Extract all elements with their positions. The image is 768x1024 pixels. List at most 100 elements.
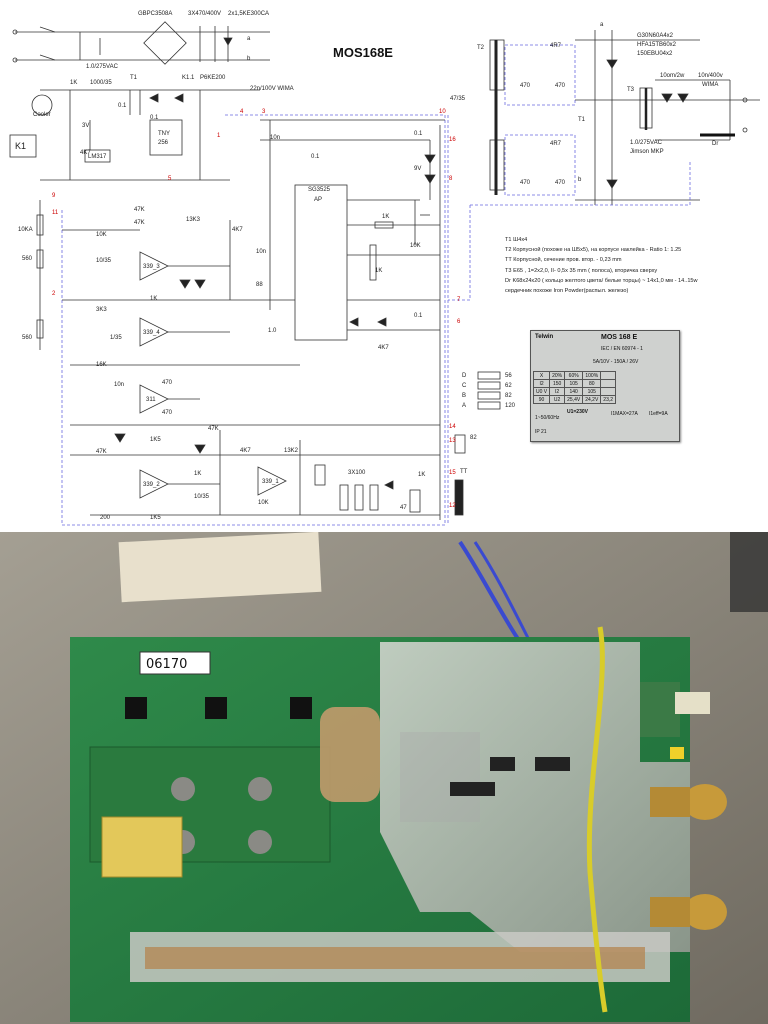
node-12: 12 [449, 503, 456, 509]
r470f-label: 470 [555, 180, 566, 186]
plate-range: 5A/10V - 150A / 26V [593, 359, 639, 365]
node-13: 13 [449, 438, 456, 444]
tny256-label: 256 [158, 140, 169, 146]
c10n-400-label: 10n/400v [698, 73, 723, 79]
plate-table: X 20% 60% 100% I2 150 105 80 U0 V I2 140… [532, 371, 617, 404]
c01-label: 0.1 [118, 103, 127, 109]
r10ohm-label: 10om/2w [660, 73, 685, 79]
c10-35b-label: 10/35 [194, 494, 210, 500]
note-line: T3 E65 , 1=2x2,0, II- 0,5x 35 mm ( полос… [505, 267, 658, 274]
t3-label: T3 [627, 87, 635, 93]
r4r7b-label: 4R7 [550, 141, 562, 147]
tvs-top-label: 2x1,5KE300CA [228, 11, 270, 17]
r4k7c-label: 4K7 [240, 448, 251, 454]
c9v-label: 9V [414, 166, 422, 172]
op339-3-label: 339_3 [143, 264, 160, 270]
node-1: 1 [217, 133, 221, 139]
c1-35-label: 1/35 [110, 335, 122, 341]
plate-cell: 140 [564, 387, 584, 396]
plate-cell: I2 [549, 387, 566, 396]
r470b-label: 470 [162, 410, 173, 416]
schematic-lines [9, 21, 760, 526]
schematic-diagram: MOS168E GBPC3508A 3X470/400V 2x1,5KE300C… [9, 11, 760, 526]
node-16: 16 [449, 137, 456, 143]
node-a2-label: a [600, 22, 604, 28]
c10n-c-label: 10n [256, 249, 267, 255]
r1k5-label: 1K5 [150, 437, 161, 443]
r1k-d-label: 1K [418, 472, 426, 478]
c10n-label: 10n [270, 135, 281, 141]
plate-standard: IEC / EN 60974 - 1 [601, 346, 643, 352]
node-11: 11 [52, 210, 59, 216]
plate-cell: 60% [564, 371, 584, 380]
sel-b-label: B [462, 393, 467, 399]
plate-cell: U0 V [532, 387, 551, 396]
node-6: 6 [457, 319, 461, 325]
r56-label: 56 [505, 373, 512, 379]
r13k3-label: 13K3 [186, 217, 201, 223]
r16k-label: 16K [96, 362, 107, 368]
r10k-label: 10K [96, 232, 107, 238]
board-sticker-text: 06170 [146, 657, 187, 672]
v3-label: 3V [82, 123, 90, 129]
node-8: 8 [449, 176, 453, 182]
r4r7a-label: 4R7 [550, 43, 562, 49]
igbt-label: G30N60A4x2 [637, 33, 674, 39]
sg-ap-label: AP [314, 197, 323, 203]
node-4: 4 [240, 109, 244, 115]
r4k7-label: 4K7 [80, 150, 91, 156]
r82-label: 82 [470, 435, 477, 441]
node-7: 7 [457, 297, 461, 303]
op339-4-label: 339_4 [143, 330, 160, 336]
note-line: T2 Корпусной (похоже на Ш5x5), на корпус… [505, 247, 682, 254]
plate-cell: 80 [582, 379, 602, 388]
plate-imax: I1MAX=27A [611, 411, 638, 417]
note-line: сердечник похоже Iron Powder(распыл. жел… [505, 288, 629, 295]
rating-plate: Telwin MOS 168 E IEC / EN 60974 - 1 5A/1… [530, 330, 680, 442]
r4k7d-label: 4K7 [378, 345, 389, 351]
r200-label: 200 [100, 515, 111, 521]
t1-label: T1 [130, 75, 138, 81]
r13k2-label: 13K2 [284, 448, 299, 454]
node-2: 2 [52, 291, 56, 297]
c47b-label: 47 [400, 505, 407, 511]
r1k-e-label: 1K [382, 214, 390, 220]
r47k-d-label: 47K [96, 449, 107, 455]
plate-cell: 150 [549, 379, 566, 388]
plate-cell: 105 [564, 379, 584, 388]
pcb-photo-drawing: 06170 [0, 532, 768, 1024]
tny-label: TNY [158, 131, 170, 137]
c1-0-label: 1.0 [268, 328, 277, 334]
c10-35-label: 10/35 [96, 258, 112, 264]
r470e-label: 470 [520, 180, 531, 186]
plate-brand: Telwin [535, 334, 554, 340]
r47kb-label: 47K [134, 220, 145, 226]
sel-a-label: A [462, 403, 467, 409]
r10k-c-label: 10K [410, 243, 421, 249]
c47-label: 47/35 [450, 96, 466, 102]
r4k7b-label: 4K7 [232, 227, 243, 233]
plate-ieff: I1eff=9A [649, 411, 668, 417]
node-3: 3 [262, 109, 266, 115]
plate-cell: I2 [532, 379, 551, 388]
r470d-label: 470 [555, 83, 566, 89]
r1k-label: 1K [70, 80, 78, 86]
t2-label: T2 [477, 45, 485, 51]
node-15: 15 [449, 470, 456, 476]
r47k-c-label: 47K [208, 426, 219, 432]
r62-label: 62 [505, 383, 512, 389]
c0-1e-label: 0.1 [414, 313, 423, 319]
pcb-photo: 06170 [0, 532, 768, 1024]
c0-1d-label: 0.1 [311, 154, 320, 160]
r560b-label: 560 [22, 335, 33, 341]
note-line: Dr K68x24x20 ( кольцо желтого цвета/ бел… [505, 277, 698, 284]
op311-label: 311 [146, 397, 156, 403]
c1000-label: 1000/35 [90, 80, 112, 86]
transformer-notes: T1 Ш4x4 T2 Корпусной (похоже на Ш5x5), н… [505, 235, 760, 296]
cap-input-label: 1.0/275VAC [86, 64, 118, 70]
wima-label: WIMA [702, 82, 719, 88]
cap-out-label: 1.0/275VAC [630, 140, 662, 146]
node-b-label: b [247, 56, 251, 62]
r88-label: 88 [256, 282, 263, 288]
plate-ip: IP 21 [535, 429, 547, 435]
